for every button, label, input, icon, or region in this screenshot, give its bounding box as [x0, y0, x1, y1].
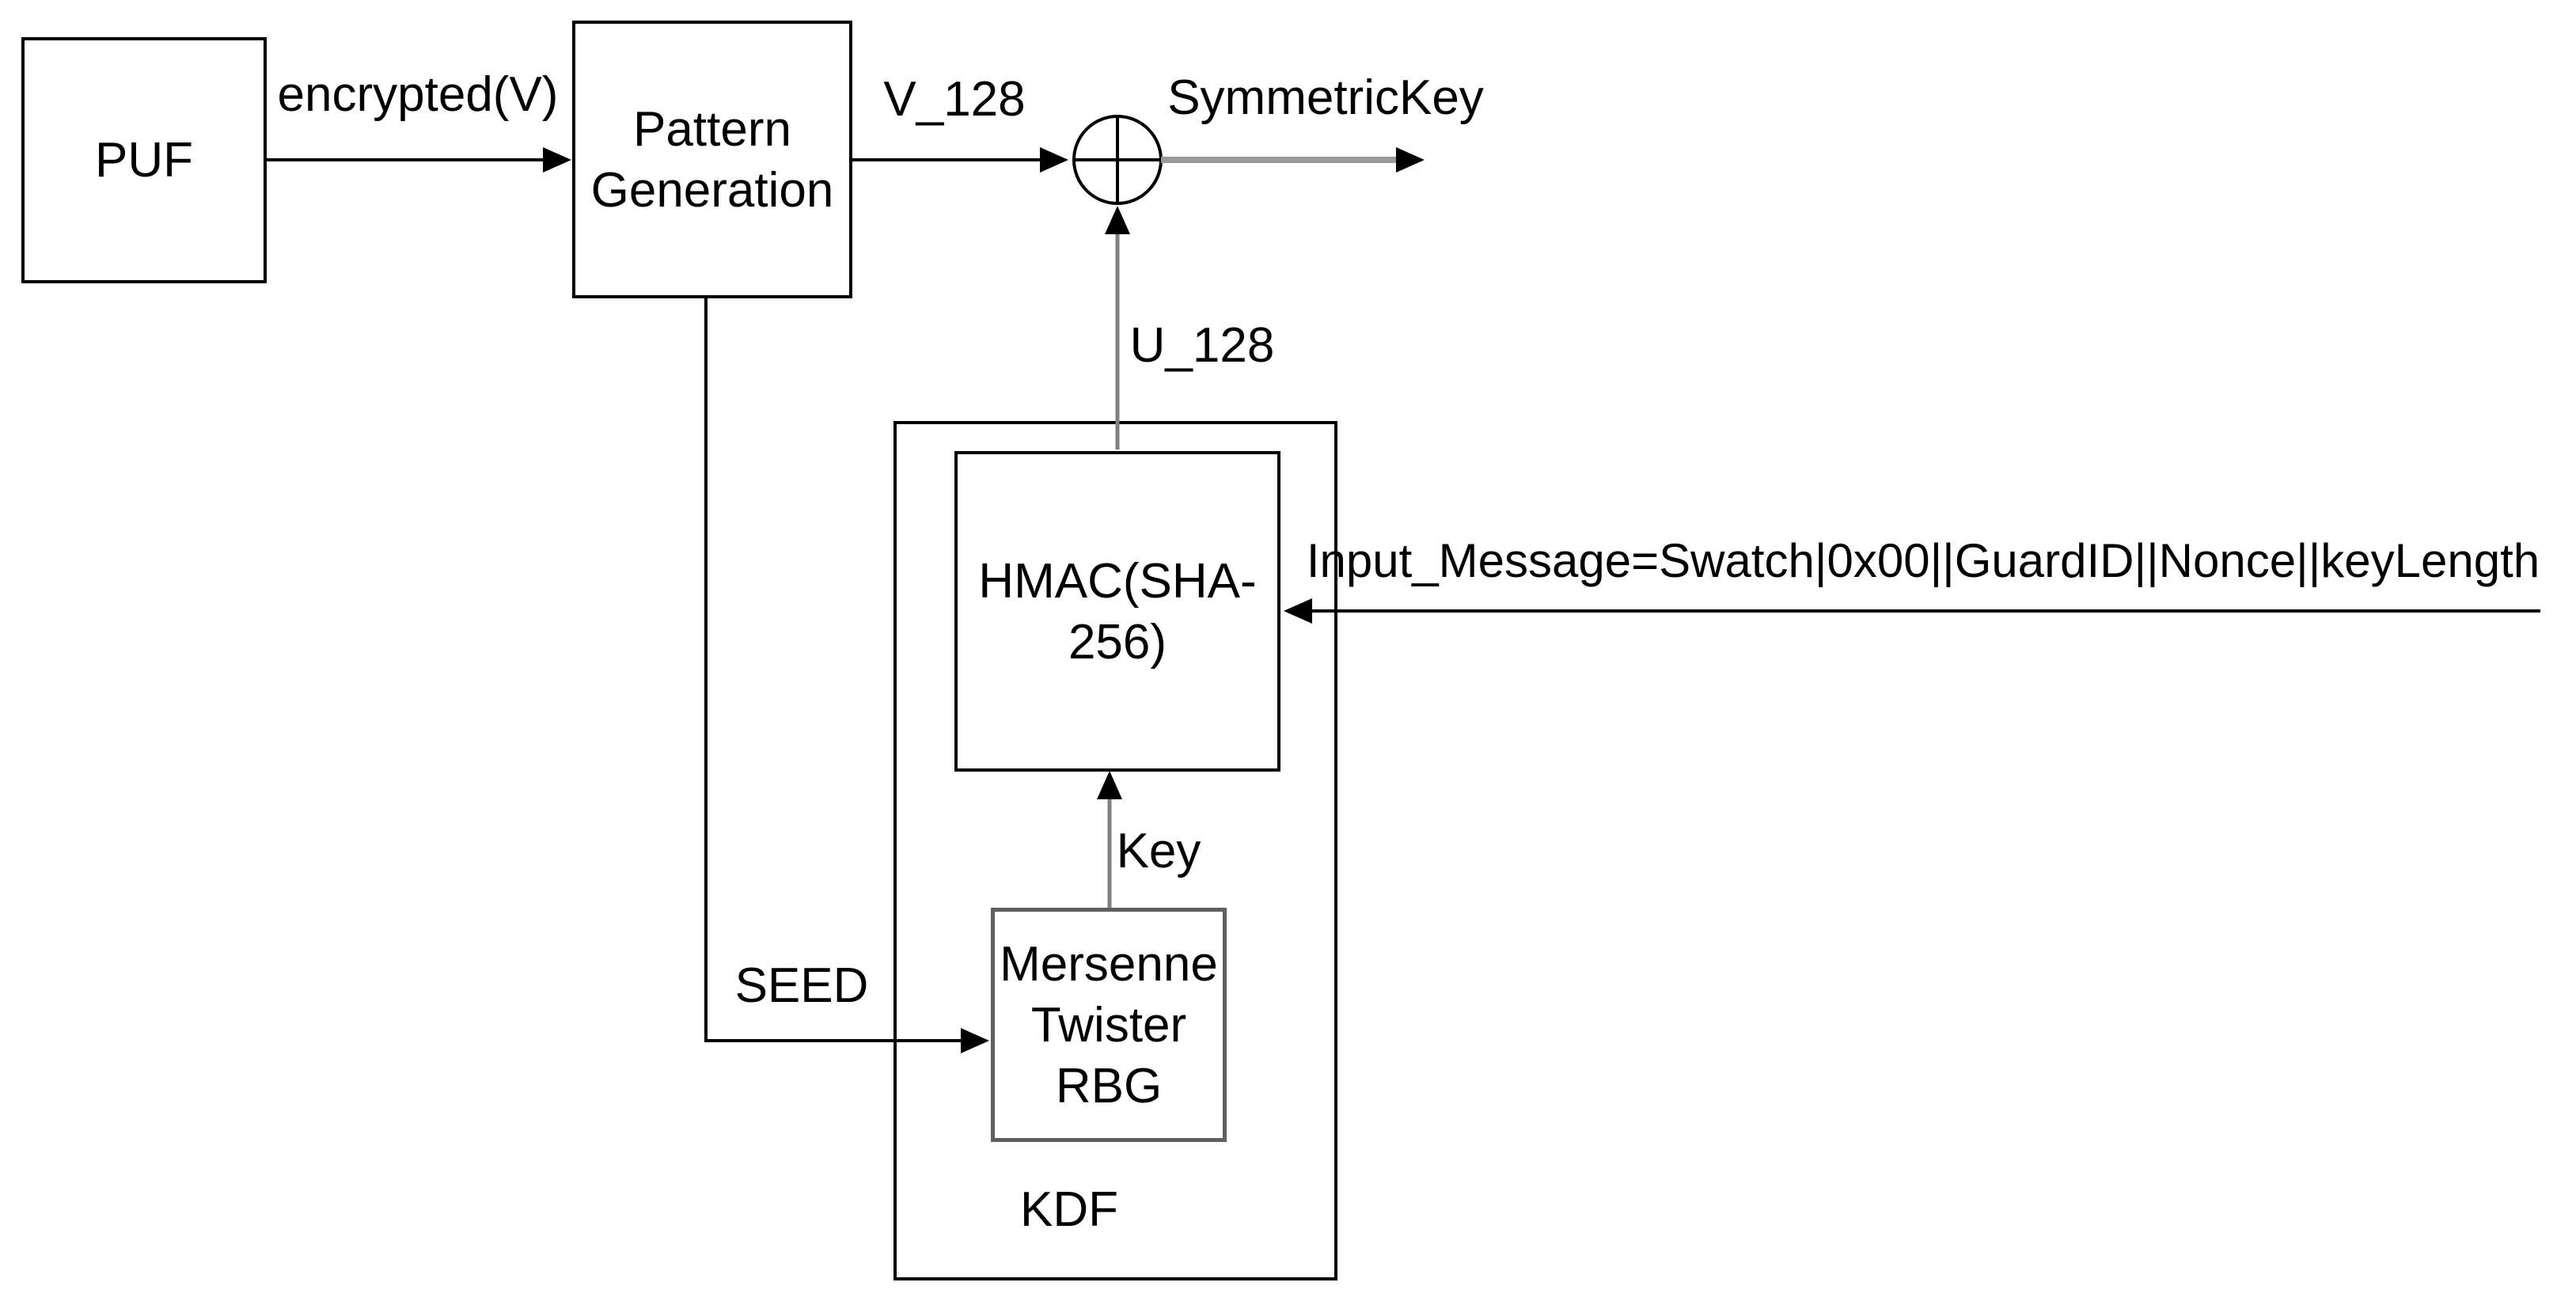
hmac-box: HMAC(SHA- 256) [954, 451, 1280, 772]
mersenne-box-label-line1: Mersenne [1000, 936, 1218, 992]
pattern-generation-box: Pattern Generation [572, 21, 852, 298]
arrow-u128 [1105, 206, 1130, 450]
xor-node [1072, 115, 1163, 205]
mersenne-box-label-line3: RBG [1055, 1058, 1163, 1113]
seed-label: SEED [734, 958, 869, 1013]
pattern-generation-box-label-line1: Pattern [633, 101, 791, 157]
input-message-label: Input_Message=Swatch|0x00||GuardID||Nonc… [1306, 534, 2540, 587]
mersenne-box-label-line2: Twister [1030, 997, 1187, 1053]
arrow-symmetric-key [1161, 147, 1425, 173]
pattern-generation-box-label-line2: Generation [590, 162, 834, 218]
u128-label: U_128 [1129, 318, 1275, 373]
hmac-box-label-line1: HMAC(SHA- [978, 553, 1257, 609]
mersenne-twister-rbg-box: Mersenne Twister RBG [991, 908, 1227, 1142]
encrypted-v-label: encrypted(V) [277, 67, 559, 122]
key-label: Key [1116, 824, 1201, 878]
hmac-box-label-line2: 256) [1068, 614, 1167, 670]
arrow-v128 [852, 147, 1068, 173]
puf-box-label: PUF [95, 133, 193, 188]
arrow-encrypted-v [267, 147, 571, 173]
arrow-input-message [1284, 598, 2540, 624]
v128-label: V_128 [883, 72, 1026, 127]
puf-box: PUF [21, 37, 267, 283]
symmetric-key-label: SymmetricKey [1167, 70, 1484, 125]
kdf-box-label: KDF [1020, 1182, 1118, 1237]
